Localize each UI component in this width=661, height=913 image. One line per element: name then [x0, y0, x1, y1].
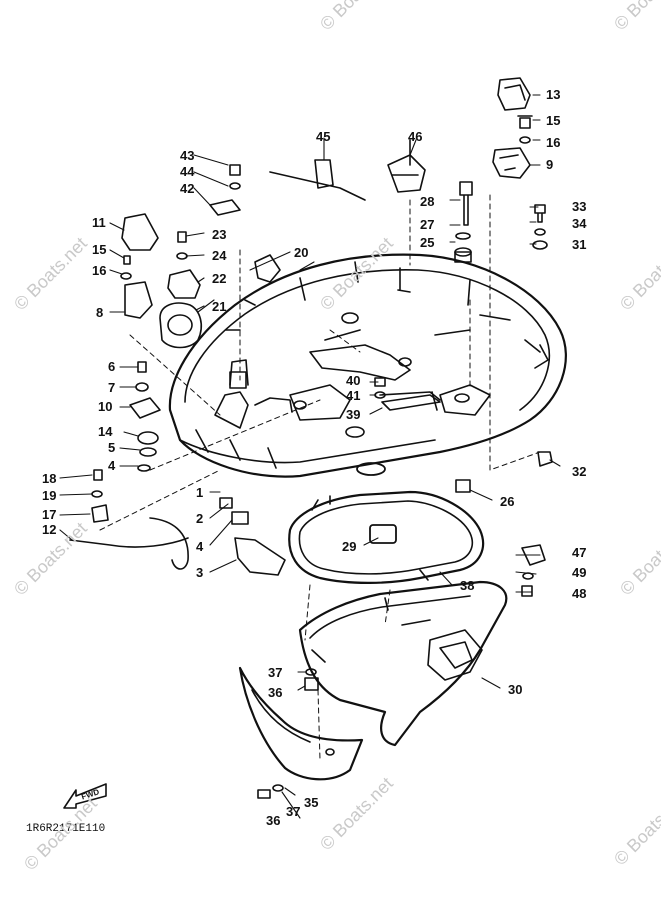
callout-7: 7: [108, 380, 116, 395]
forward-arrow-icon: FWD: [63, 783, 107, 809]
callout-44: 44: [180, 164, 195, 179]
callout-43: 43: [180, 148, 195, 163]
side-panel: [238, 666, 364, 781]
callout-32: 32: [572, 464, 587, 479]
callout-34: 34: [572, 216, 587, 231]
callout-4: 4: [108, 458, 116, 473]
leader-lines: [59, 94, 561, 819]
callout-19: 19: [42, 488, 57, 503]
callout-45: 45: [316, 129, 331, 144]
callout-2: 2: [196, 511, 204, 526]
drawing-code: 1R6R2171E110: [26, 823, 106, 835]
callout-20: 20: [294, 245, 309, 260]
callout-36: 36: [266, 813, 281, 828]
callout-17: 17: [42, 507, 57, 522]
callout-42: 42: [180, 181, 195, 196]
callout-31: 31: [572, 237, 587, 252]
callout-22: 22: [212, 271, 227, 286]
callout-33: 33: [572, 199, 587, 214]
callout-46: 46: [408, 129, 423, 144]
callout-14: 14: [98, 424, 113, 439]
callout-21: 21: [212, 299, 227, 314]
callout-8: 8: [96, 305, 104, 320]
callout-11: 11: [92, 215, 106, 230]
callout-5: 5: [108, 440, 116, 455]
lower-apron: [298, 580, 508, 747]
callout-25: 25: [420, 235, 435, 250]
callout-12: 12: [42, 522, 57, 537]
callout-30: 30: [508, 682, 523, 697]
callout-16: 16: [546, 135, 561, 150]
callout-18: 18: [42, 471, 57, 486]
callout-10: 10: [98, 399, 113, 414]
callout-13: 13: [546, 87, 561, 102]
callout-29: 29: [342, 539, 357, 554]
callout-41: 41: [346, 388, 361, 403]
callout-27: 27: [420, 217, 435, 232]
callout-16: 16: [92, 263, 107, 278]
callout-40: 40: [346, 373, 361, 388]
callout-39: 39: [346, 407, 361, 422]
callout-28: 28: [420, 194, 435, 209]
callout-15: 15: [546, 113, 561, 128]
callout-6: 6: [108, 359, 116, 374]
callout-48: 48: [572, 586, 587, 601]
callout-4: 4: [196, 539, 204, 554]
callout-36: 36: [268, 685, 283, 700]
callout-3: 3: [196, 565, 204, 580]
callout-37: 37: [286, 804, 301, 819]
callout-23: 23: [212, 227, 227, 242]
phantom-lines: [99, 194, 541, 761]
callout-9: 9: [546, 157, 554, 172]
callout-24: 24: [212, 248, 227, 263]
callout-1: 1: [196, 485, 204, 500]
callout-26: 26: [500, 494, 515, 509]
callout-49: 49: [572, 565, 587, 580]
callout-37: 37: [268, 665, 283, 680]
callout-47: 47: [572, 545, 587, 560]
callout-38: 38: [460, 578, 475, 593]
hardware-left: [69, 139, 426, 799]
bottom-cowling: [168, 253, 567, 478]
cowling-seal: [288, 490, 485, 584]
callout-35: 35: [304, 795, 319, 810]
callout-15: 15: [92, 242, 107, 257]
hardware-right: [374, 77, 553, 597]
